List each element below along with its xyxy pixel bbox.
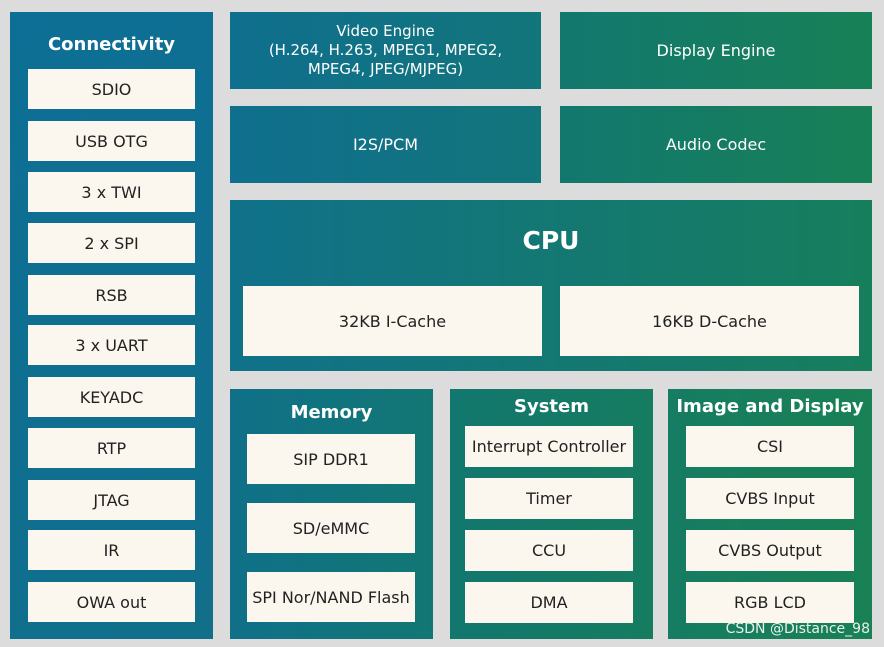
video-engine-formats-2: MPEG4, JPEG/MJPEG) [307,60,464,78]
i2s-pcm-label: I2S/PCM [352,134,419,154]
connectivity-item-rtp: RTP [28,428,195,468]
video-engine-block: Video Engine (H.264, H.263, MPEG1, MPEG2… [230,12,541,89]
memory-item-spi-flash: SPI Nor/NAND Flash [247,572,415,622]
system-item-ccu: CCU [465,530,633,571]
display-engine-block: Display Engine [560,12,872,89]
i2s-pcm-block: I2S/PCM [230,106,541,183]
image-display-item-cvbs-output: CVBS Output [686,530,854,571]
audio-codec-block: Audio Codec [560,106,872,183]
connectivity-item-rsb: RSB [28,275,195,315]
system-item-interrupt-controller: Interrupt Controller [465,426,633,467]
connectivity-block: Connectivity SDIO USB OTG 3 x TWI 2 x SP… [10,12,213,639]
system-block: System Interrupt Controller Timer CCU DM… [450,389,653,639]
audio-codec-label: Audio Codec [665,134,767,154]
system-title: System [514,396,589,417]
memory-item-sip-ddr1: SIP DDR1 [247,434,415,484]
system-item-dma: DMA [465,582,633,623]
connectivity-item-sdio: SDIO [28,69,195,109]
memory-title: Memory [290,402,373,423]
image-display-title: Image and Display [676,396,864,417]
connectivity-item-usb-otg: USB OTG [28,121,195,161]
display-engine-label: Display Engine [656,40,776,60]
image-display-item-csi: CSI [686,426,854,467]
image-display-item-rgb-lcd: RGB LCD [686,582,854,623]
system-item-timer: Timer [465,478,633,519]
image-display-item-cvbs-input: CVBS Input [686,478,854,519]
watermark-text: CSDN @Distance_98 [725,621,870,637]
connectivity-item-twi: 3 x TWI [28,172,195,212]
dcache-box: 16KB D-Cache [560,286,859,356]
video-engine-title: Video Engine [336,22,435,40]
connectivity-item-keyadc: KEYADC [28,377,195,417]
video-engine-formats-1: (H.264, H.263, MPEG1, MPEG2, [268,41,503,59]
icache-box: 32KB I-Cache [243,286,542,356]
connectivity-item-jtag: JTAG [28,480,195,520]
connectivity-item-ir: IR [28,530,195,570]
connectivity-item-owa-out: OWA out [28,582,195,622]
memory-block: Memory SIP DDR1 SD/eMMC SPI Nor/NAND Fla… [230,389,433,639]
image-display-block: Image and Display CSI CVBS Input CVBS Ou… [668,389,872,639]
connectivity-item-spi: 2 x SPI [28,223,195,263]
connectivity-item-uart: 3 x UART [28,325,195,365]
connectivity-title: Connectivity [47,34,176,55]
cpu-title: CPU [522,226,580,255]
memory-item-sd-emmc: SD/eMMC [247,503,415,553]
cpu-block: CPU 32KB I-Cache 16KB D-Cache [230,200,872,371]
